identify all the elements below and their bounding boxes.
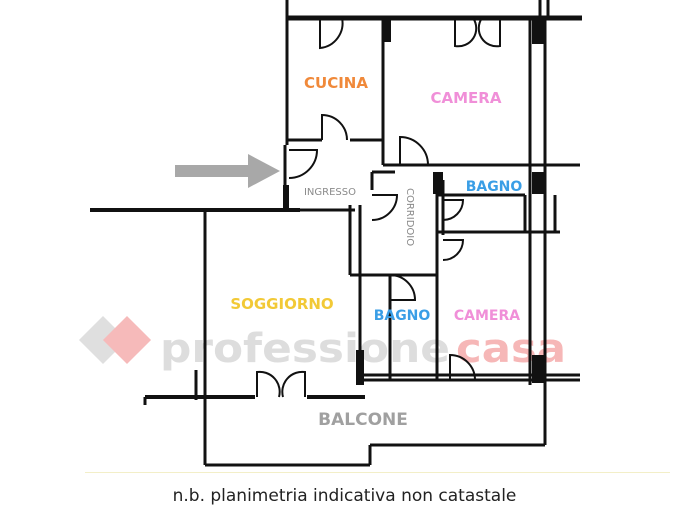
- doors: [256, 17, 501, 398]
- watermark-text-2: casa: [456, 326, 566, 372]
- room-label-bagno-bottom: BAGNO: [374, 308, 431, 324]
- room-label-camera-bottom: CAMERA: [454, 308, 520, 324]
- room-label-ingresso: INGRESSO: [304, 187, 356, 198]
- room-label-corridoio: CORRIDOIO: [404, 188, 415, 246]
- divider: [85, 472, 670, 473]
- walls: [90, 0, 582, 467]
- watermark-text-1: professione: [160, 326, 450, 372]
- room-label-balcone: BALCONE: [318, 410, 408, 430]
- wall-pillars: [283, 18, 546, 385]
- entrance-arrow: [175, 154, 280, 188]
- footer-note: n.b. planimetria indicativa non catastal…: [172, 486, 517, 506]
- room-label-soggiorno: SOGGIORNO: [230, 295, 333, 313]
- watermark-logo: professione casa: [78, 315, 566, 372]
- room-label-camera-top: CAMERA: [431, 89, 502, 107]
- room-label-bagno-top: BAGNO: [466, 179, 523, 195]
- room-label-cucina: CUCINA: [304, 74, 368, 92]
